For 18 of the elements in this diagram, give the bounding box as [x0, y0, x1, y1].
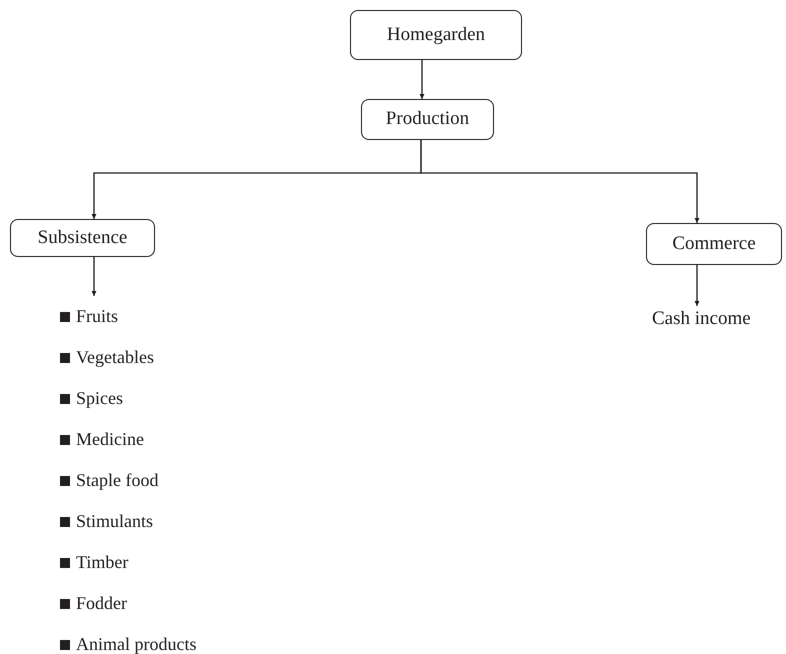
arrow — [420, 60, 424, 99]
list-item: Fodder — [76, 592, 127, 615]
arrow — [92, 257, 96, 296]
process-box: Subsistence — [10, 219, 155, 257]
process-box: Production — [361, 99, 494, 140]
process-box: Commerce — [646, 223, 782, 265]
list-item: Medicine — [76, 428, 144, 451]
list-item: Timber — [76, 551, 128, 574]
process-box: Homegarden — [350, 10, 522, 60]
list-item: Spices — [76, 387, 123, 410]
list-item: Stimulants — [76, 510, 154, 533]
list-item: Vegetables — [76, 346, 154, 369]
arrow — [420, 140, 700, 223]
list-item: Fruits — [76, 305, 118, 328]
list-item: Animal products — [76, 633, 196, 654]
list-item: Staple food — [76, 469, 158, 492]
node-label: Cash income — [652, 306, 751, 332]
arrow — [694, 265, 700, 306]
